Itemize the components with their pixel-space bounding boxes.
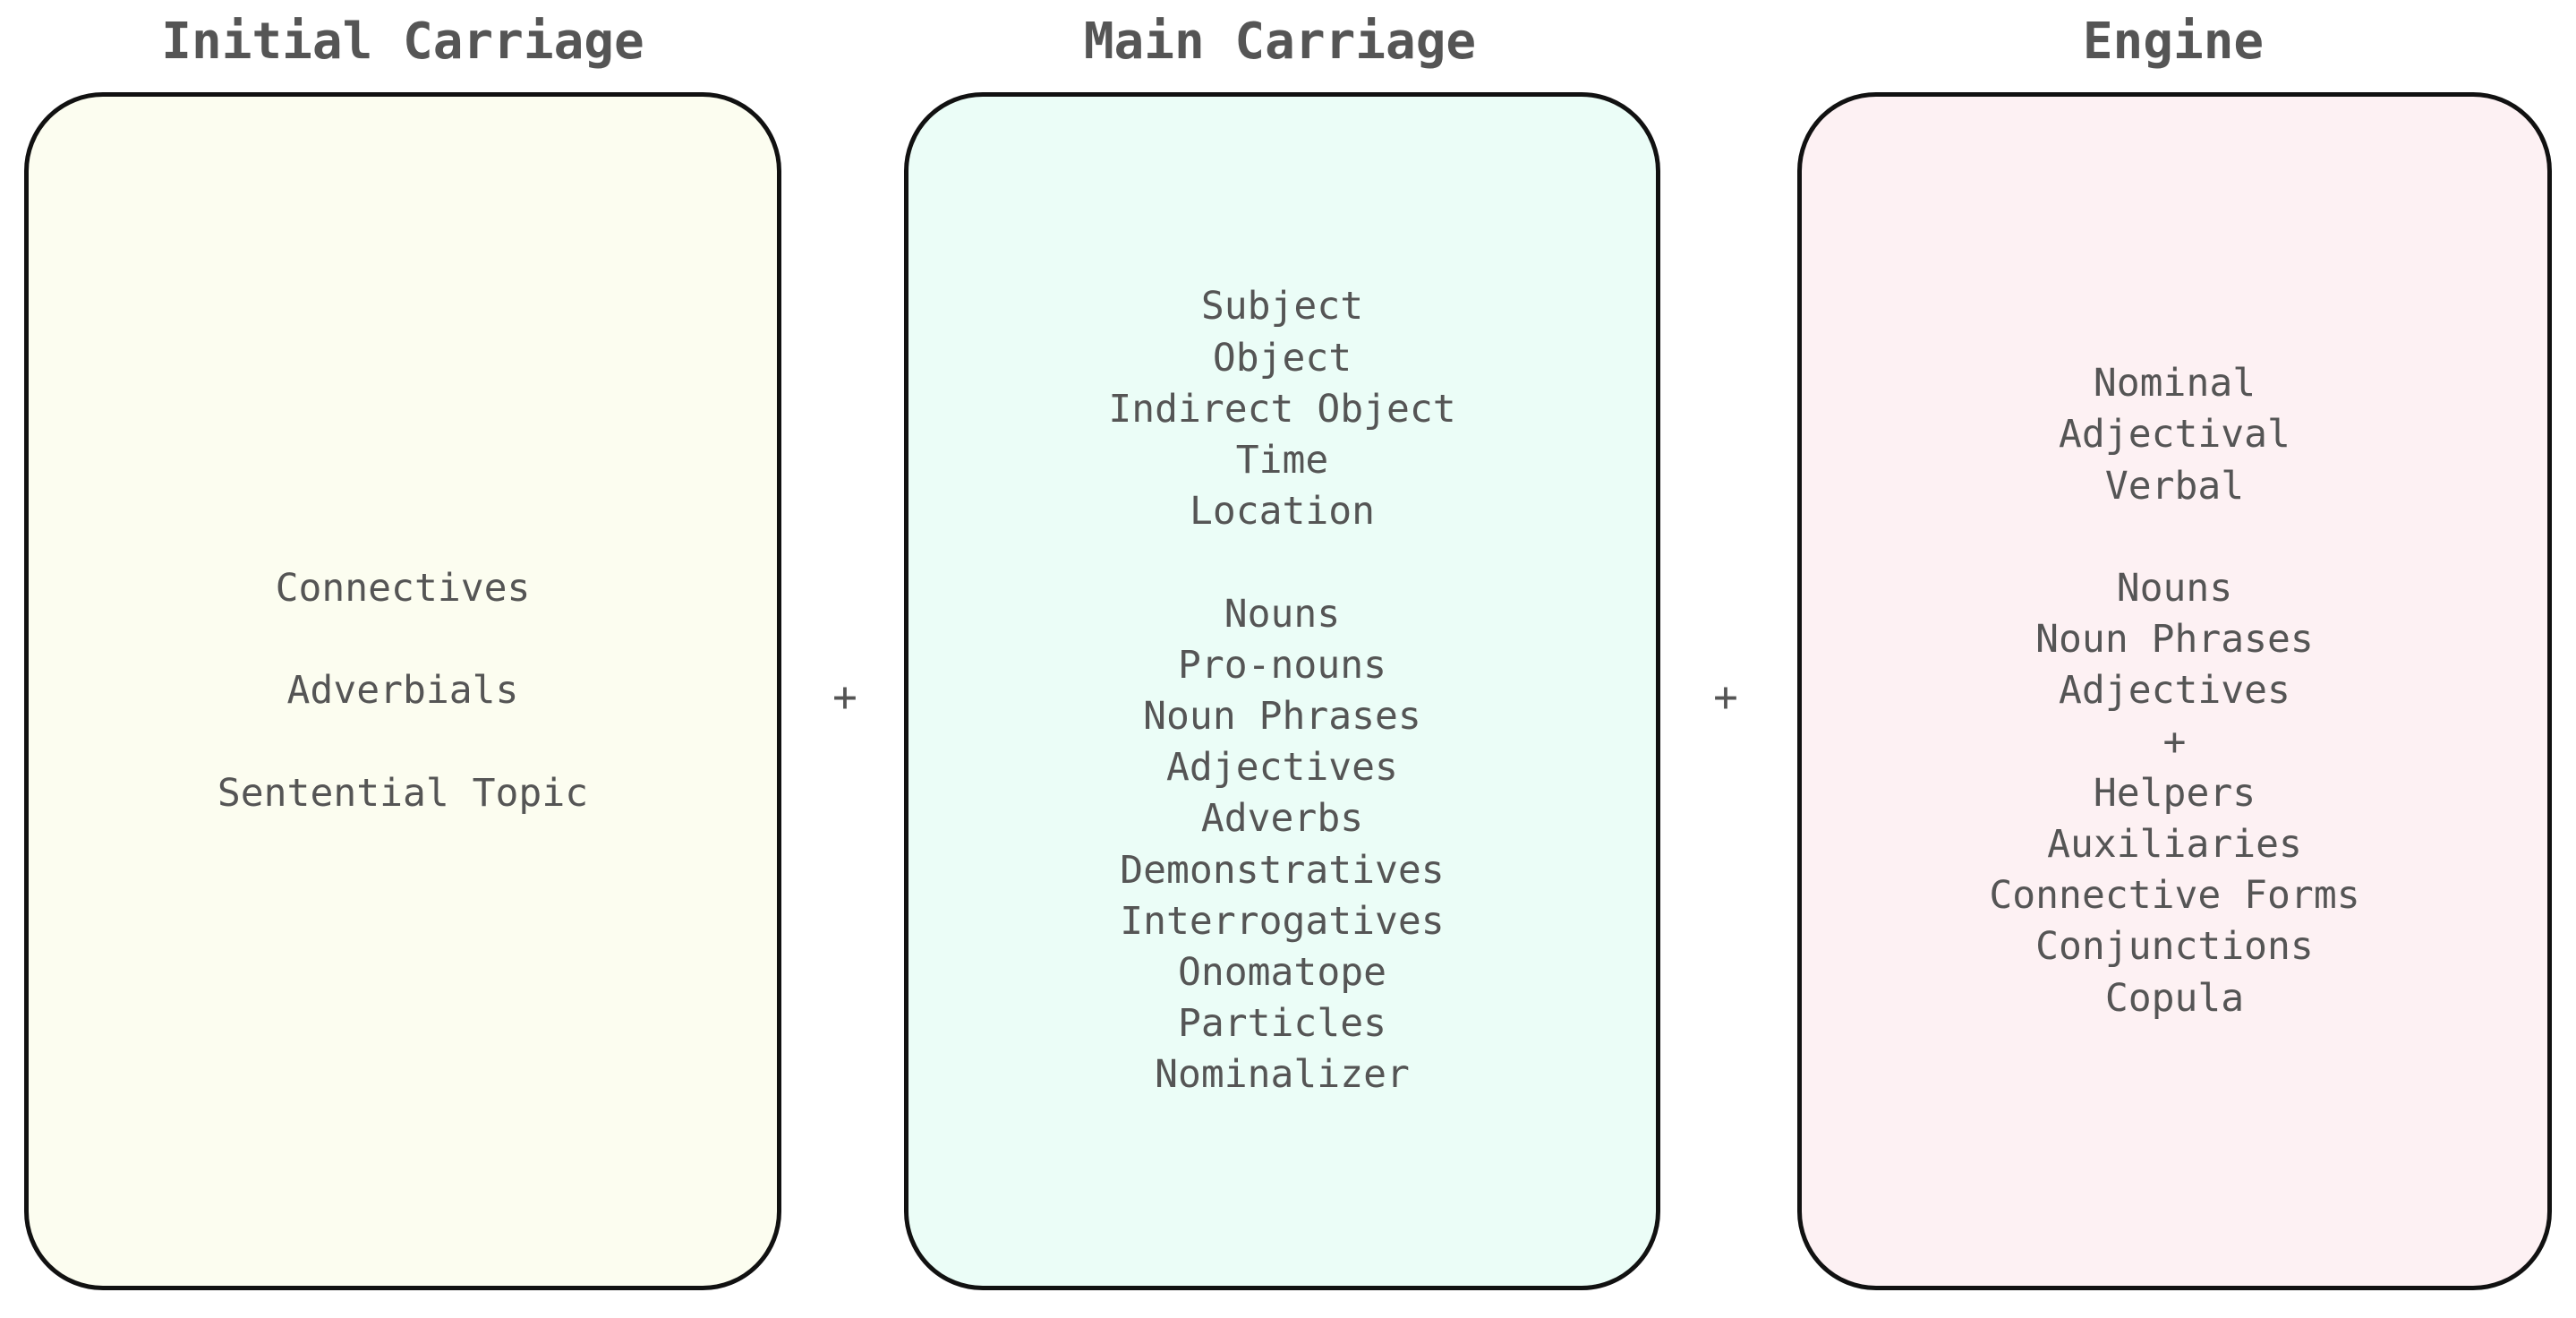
list-item: Interrogatives	[1120, 898, 1445, 944]
list-item: Adverbials	[286, 668, 519, 714]
list-item: Particles	[1177, 1001, 1386, 1047]
list-item: Conjunctions	[2035, 924, 2314, 970]
list-item: Verbal	[2104, 463, 2245, 509]
list-item: Nominal	[2093, 361, 2256, 407]
list-item: Subject	[1200, 284, 1364, 330]
list-item: Indirect Object	[1108, 386, 1456, 432]
list-item: Connectives	[275, 566, 531, 611]
list-item: Noun Phrases	[2035, 617, 2314, 663]
plus-symbol: +	[2162, 719, 2187, 765]
engine-title: Engine	[2082, 13, 2265, 71]
list-item: Nominalizer	[1155, 1052, 1410, 1098]
main-carriage-title: Main Carriage	[1083, 13, 1477, 71]
list-item: Adverbs	[1200, 796, 1364, 842]
plus-sign-1: +	[832, 672, 857, 721]
group-spacer	[218, 614, 588, 665]
list-item: Onomatope	[1177, 950, 1386, 995]
list-item: Noun Phrases	[1143, 693, 1421, 739]
list-item: Nouns	[2116, 565, 2233, 611]
list-item: Connective Forms	[1989, 873, 2360, 919]
group-spacer	[1989, 512, 2359, 563]
list-item: Location	[1189, 489, 1376, 535]
group-spacer	[218, 717, 588, 768]
list-item: Adjectival	[2059, 412, 2290, 458]
group-spacer	[1108, 537, 1455, 588]
list-item: Sentential Topic	[217, 770, 589, 816]
list-item: Helpers	[2093, 770, 2256, 816]
initial-carriage-title: Initial Carriage	[161, 13, 644, 71]
list-item: Time	[1235, 437, 1329, 483]
list-item: Demonstratives	[1120, 847, 1445, 893]
list-item: Nouns	[1224, 591, 1341, 637]
list-item: Object	[1212, 335, 1352, 381]
list-item: Copula	[2104, 975, 2245, 1021]
list-item: Auxiliaries	[2047, 822, 2302, 867]
list-item: Pro-nouns	[1177, 642, 1386, 688]
list-item: Adjectives	[2059, 668, 2290, 714]
plus-sign-2: +	[1713, 672, 1738, 721]
list-item: Adjectives	[1166, 745, 1398, 791]
